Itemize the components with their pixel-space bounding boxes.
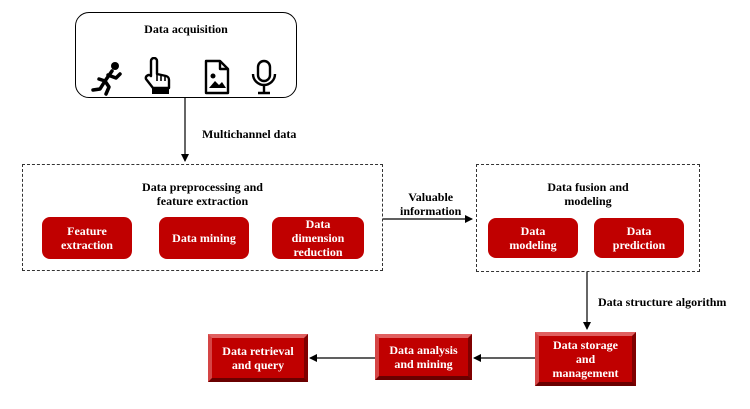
acquisition-title: Data acquisition (144, 22, 228, 36)
microphone-icon (251, 59, 277, 95)
preprocessing-title: Data preprocessing and feature extractio… (142, 180, 263, 208)
label-data-structure-algorithm: Data structure algorithm (598, 295, 727, 309)
fusion-box (476, 164, 700, 272)
label-valuable-information: Valuable information (400, 190, 462, 218)
data-mining-node: Data mining (159, 217, 249, 259)
fusion-title: Data fusion and modeling (547, 180, 629, 208)
preprocessing-box (22, 164, 383, 271)
image-file-icon (204, 59, 230, 95)
touch-hand-icon (144, 57, 171, 94)
running-person-icon (91, 62, 122, 96)
label-multichannel-data: Multichannel data (202, 127, 297, 141)
acquisition-box (75, 12, 297, 98)
